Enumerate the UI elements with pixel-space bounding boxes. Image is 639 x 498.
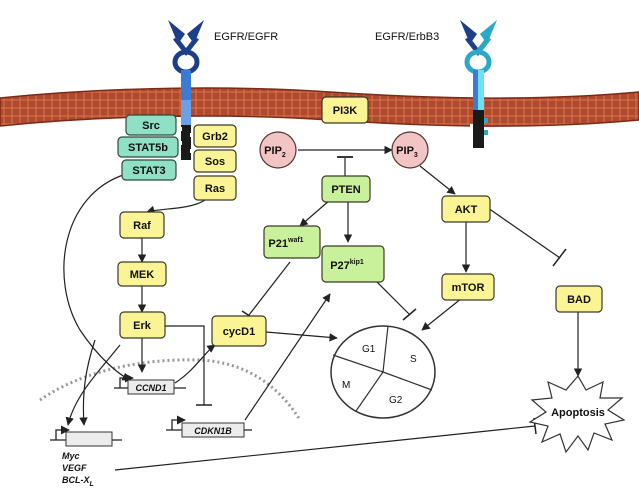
nucleus-boundary	[39, 358, 302, 421]
p21-text: P21	[268, 238, 288, 250]
cdkn1b-label: CDKN1B	[194, 426, 232, 436]
target-bclxl-label: BCL-XL	[62, 475, 94, 488]
p21-node	[263, 225, 321, 259]
g1-label: G1	[362, 344, 376, 355]
pip2-node	[259, 131, 297, 169]
p27-superscript: kip1	[350, 259, 364, 266]
pathway-edges	[63, 145, 583, 471]
apoptosis-burst: Apoptosis	[528, 374, 626, 454]
p27-label: P27kip1	[330, 259, 364, 272]
grb2-label: Grb2	[202, 131, 228, 143]
pten-label: PTEN	[331, 184, 360, 196]
p21-superscript: waf1	[287, 237, 304, 244]
erk-node	[119, 311, 166, 339]
ras-node	[193, 175, 237, 201]
p27-node	[321, 245, 385, 283]
cell-cycle: G1 S M G2	[330, 325, 436, 419]
ccnd1-label: CCND1	[135, 383, 166, 393]
mek-label: MEK	[130, 269, 155, 281]
raf-node	[119, 211, 165, 239]
egfr-erbb3-receptor	[460, 20, 497, 148]
akt-label: AKT	[455, 204, 478, 216]
egfr-egfr-label: EGFR/EGFR	[214, 31, 278, 43]
pip2-subscript: 2	[282, 152, 286, 159]
pip2-label: PIP2	[264, 145, 286, 159]
p27-text: P27	[330, 260, 350, 272]
src-label: Src	[142, 120, 160, 132]
ras-label: Ras	[205, 183, 225, 195]
egfr-egfr-receptor	[168, 20, 204, 160]
p21-label: P21waf1	[268, 237, 303, 250]
apoptosis-label: Apoptosis	[551, 407, 605, 419]
egfr-erbb3-label: EGFR/ErbB3	[375, 31, 439, 43]
stat3-node	[121, 159, 177, 181]
pip2-text: PIP	[264, 145, 282, 157]
target-myc-label: Myc	[62, 451, 80, 461]
cycd1-label: cycD1	[223, 326, 255, 338]
src-node	[125, 114, 177, 136]
target-vegf-label: VEGF	[62, 463, 87, 473]
pip3-node	[391, 131, 429, 169]
sos-node	[193, 149, 237, 173]
raf-label: Raf	[133, 220, 151, 232]
target-bclxl-subscript: L	[90, 481, 94, 488]
bad-label: BAD	[567, 294, 591, 306]
ccnd1-gene: CCND1	[114, 373, 186, 395]
pi3k-label: PI3K	[333, 105, 358, 117]
grb2-node	[193, 124, 237, 148]
target-bclxl-text: BCL-X	[62, 475, 90, 485]
erk-label: Erk	[133, 320, 152, 332]
pi3k-node	[321, 96, 369, 124]
sos-label: Sos	[205, 156, 225, 168]
m-label: M	[342, 380, 350, 391]
cycd1-node	[211, 315, 267, 347]
akt-node	[441, 195, 491, 223]
cdkn1b-gene: CDKN1B	[166, 415, 252, 438]
pip3-text: PIP	[396, 145, 414, 157]
pten-node	[321, 175, 371, 203]
s-label: S	[410, 354, 417, 365]
pip3-subscript: 3	[414, 152, 418, 159]
g2-label: G2	[389, 395, 403, 406]
mtor-node	[441, 273, 495, 301]
stat5b-label: STAT5b	[128, 142, 168, 154]
bad-node	[555, 285, 603, 313]
stat3-label: STAT3	[132, 165, 165, 177]
pip3-label: PIP3	[396, 145, 418, 159]
cell-membrane	[0, 87, 639, 127]
target-gene	[50, 425, 122, 447]
stat5b-node	[117, 136, 179, 158]
mtor-label: mTOR	[452, 282, 485, 294]
mek-node	[117, 261, 167, 287]
